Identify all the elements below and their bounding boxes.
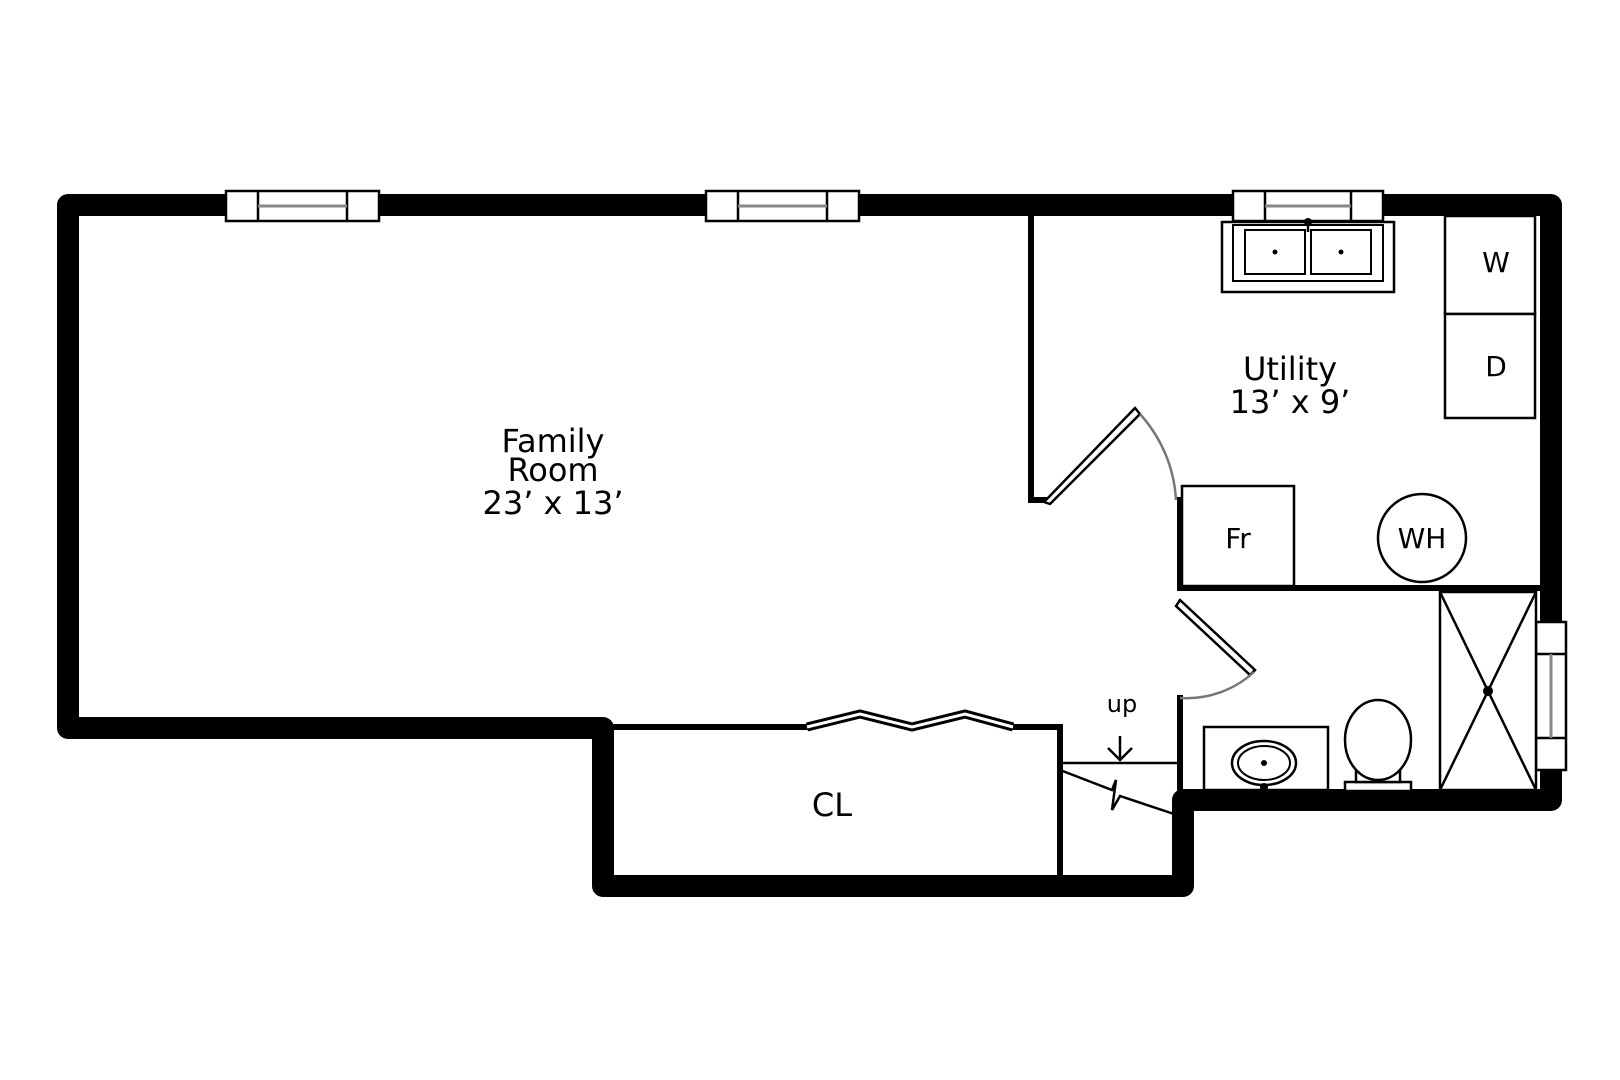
- utility-room-name: Utility: [1243, 350, 1337, 388]
- window-bath: [1534, 620, 1568, 772]
- window-family-left: [224, 189, 381, 223]
- stairs: [1059, 736, 1181, 818]
- utility-room-size: 13’ x 9’: [1230, 383, 1351, 421]
- toilet: [1343, 698, 1413, 793]
- water-heater-label: WH: [1398, 522, 1447, 555]
- family-room-size: 23’ x 13’: [482, 484, 623, 522]
- dryer: [1443, 312, 1537, 420]
- dryer-label: D: [1485, 350, 1507, 383]
- bath-vanity: [1202, 725, 1330, 792]
- door-utility: [1041, 406, 1178, 506]
- washer: [1443, 214, 1537, 316]
- utility-sink: [1220, 218, 1396, 294]
- water-heater: [1376, 492, 1468, 584]
- washer-label: W: [1482, 246, 1510, 279]
- stairs-up-label: up: [1107, 690, 1137, 718]
- window-utility: [1231, 189, 1385, 223]
- family-room-name-1: Family: [502, 422, 605, 460]
- interior-walls: [611, 213, 1543, 879]
- door-bath: [1174, 598, 1257, 700]
- shower: [1438, 590, 1538, 792]
- window-family-right: [704, 189, 861, 223]
- freezer: [1180, 484, 1296, 588]
- exterior-walls: [57, 194, 1562, 897]
- family-room-name-2: Room: [507, 451, 598, 489]
- closet-bifold-doors: [805, 709, 1015, 732]
- closet-label: CL: [812, 786, 852, 824]
- freezer-label: Fr: [1225, 522, 1251, 555]
